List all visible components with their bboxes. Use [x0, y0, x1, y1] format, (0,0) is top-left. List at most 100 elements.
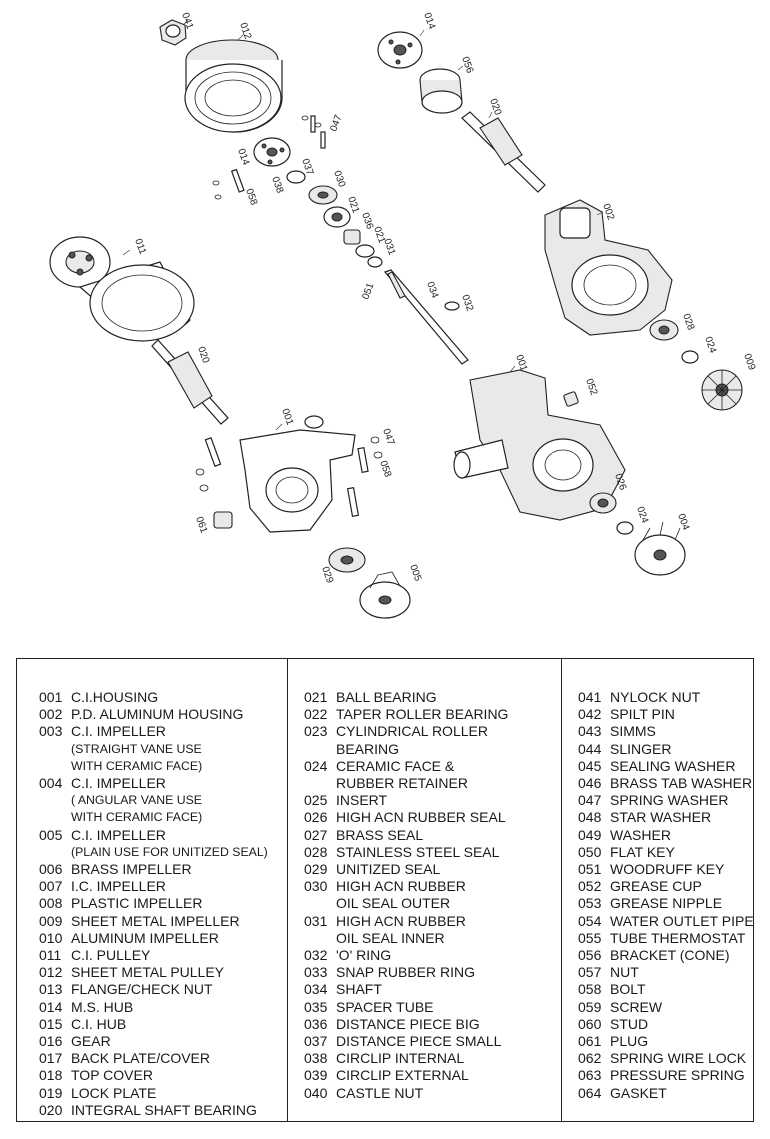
ci-impeller-005	[359, 571, 411, 619]
part-code: 008	[39, 895, 63, 912]
part-code: 047	[578, 792, 602, 809]
legend-item: 042 SPILT PIN	[578, 706, 754, 723]
hub-014-right	[377, 31, 423, 69]
part-name: CYLINDRICAL ROLLER	[336, 723, 488, 740]
bracket-cone-056	[419, 68, 463, 114]
part-name: CERAMIC FACE &	[336, 757, 455, 774]
part-code: 034	[304, 981, 328, 998]
part-name: PLASTIC IMPELLER	[71, 895, 203, 912]
part-name: HIGH ACN RUBBER	[336, 912, 466, 929]
part-name-continued: OIL SEAL INNER	[336, 929, 445, 946]
part-code: 016	[39, 1033, 63, 1050]
part-name: INSERT	[336, 792, 388, 809]
part-code: 050	[578, 843, 602, 860]
ci-housing-001-left	[239, 415, 356, 533]
part-name: INTEGRAL SHAFT BEARING	[71, 1101, 257, 1118]
part-code: 043	[578, 723, 602, 740]
part-name: STUD	[610, 1015, 649, 1032]
part-name: C.I. IMPELLER	[71, 723, 166, 740]
part-name: SHAFT	[336, 981, 382, 998]
part-code: 030	[304, 878, 328, 895]
part-name-continued: WITH CERAMIC FACE)	[71, 810, 203, 825]
part-code: 028	[304, 843, 328, 860]
label-005: 005	[407, 563, 423, 583]
part-name-continued: RUBBER RETAINER	[336, 775, 468, 792]
part-code: 053	[578, 895, 602, 912]
legend-item: 034 SHAFT	[304, 981, 562, 998]
exploded-parts-diagram: 041 012 014 056 020 047 014 037 030 038 …	[49, 11, 757, 619]
part-name: M.S. HUB	[71, 998, 134, 1015]
part-code: 032	[304, 947, 328, 964]
ci-impeller-004	[634, 521, 686, 576]
label-058: 058	[243, 187, 259, 207]
label-028: 028	[680, 312, 696, 332]
part-code: 023	[304, 723, 328, 740]
part-code: 036	[304, 1015, 328, 1032]
legend-item: 024 CERAMIC FACE &RUBBER RETAINER	[304, 758, 562, 792]
part-code: 010	[39, 929, 63, 946]
bolts-left-housing	[195, 436, 383, 518]
part-name: CIRCLIP INTERNAL	[336, 1050, 465, 1067]
part-code: 056	[578, 947, 602, 964]
part-name: P.D. ALUMINUM HOUSING	[71, 706, 244, 723]
part-code: 033	[304, 964, 328, 981]
part-name: SPILT PIN	[610, 706, 675, 723]
part-name: C.I. HUB	[71, 1015, 127, 1032]
part-name: STAINLESS STEEL SEAL	[336, 843, 500, 860]
nylock-nut-041	[159, 19, 187, 46]
part-code: 042	[578, 706, 602, 723]
part-code: 044	[578, 740, 602, 757]
part-name: SPRING WASHER	[610, 792, 729, 809]
o-ring-032	[444, 301, 460, 311]
part-name: GASKET	[610, 1084, 667, 1101]
part-code: 017	[39, 1050, 63, 1067]
label-014: 014	[235, 147, 251, 167]
part-name: LOCK PLATE	[71, 1084, 157, 1101]
part-name: GEAR	[71, 1033, 111, 1050]
part-code: 027	[304, 826, 328, 843]
part-code: 013	[39, 981, 63, 998]
part-code: 048	[578, 809, 602, 826]
label-034: 034	[424, 280, 440, 300]
label-056: 056	[459, 55, 475, 75]
part-name: SPRING WIRE LOCK	[610, 1050, 747, 1067]
part-name: BRASS TAB WASHER	[610, 775, 753, 792]
legend-item: 028 STAINLESS STEEL SEAL	[304, 844, 562, 861]
part-name: WATER OUTLET PIPE	[610, 912, 754, 929]
part-code: 018	[39, 1067, 63, 1084]
part-name: SCREW	[610, 998, 663, 1015]
part-code: 024	[304, 757, 328, 774]
part-code: 011	[39, 947, 62, 964]
part-code: 021	[304, 689, 328, 705]
label-009: 009	[741, 352, 757, 372]
part-name: GREASE CUP	[610, 878, 702, 895]
part-name: HIGH ACN RUBBER SEAL	[336, 809, 506, 826]
label-020: 020	[487, 97, 503, 117]
part-code: 022	[304, 706, 328, 723]
part-name: BRASS IMPELLER	[71, 861, 192, 878]
